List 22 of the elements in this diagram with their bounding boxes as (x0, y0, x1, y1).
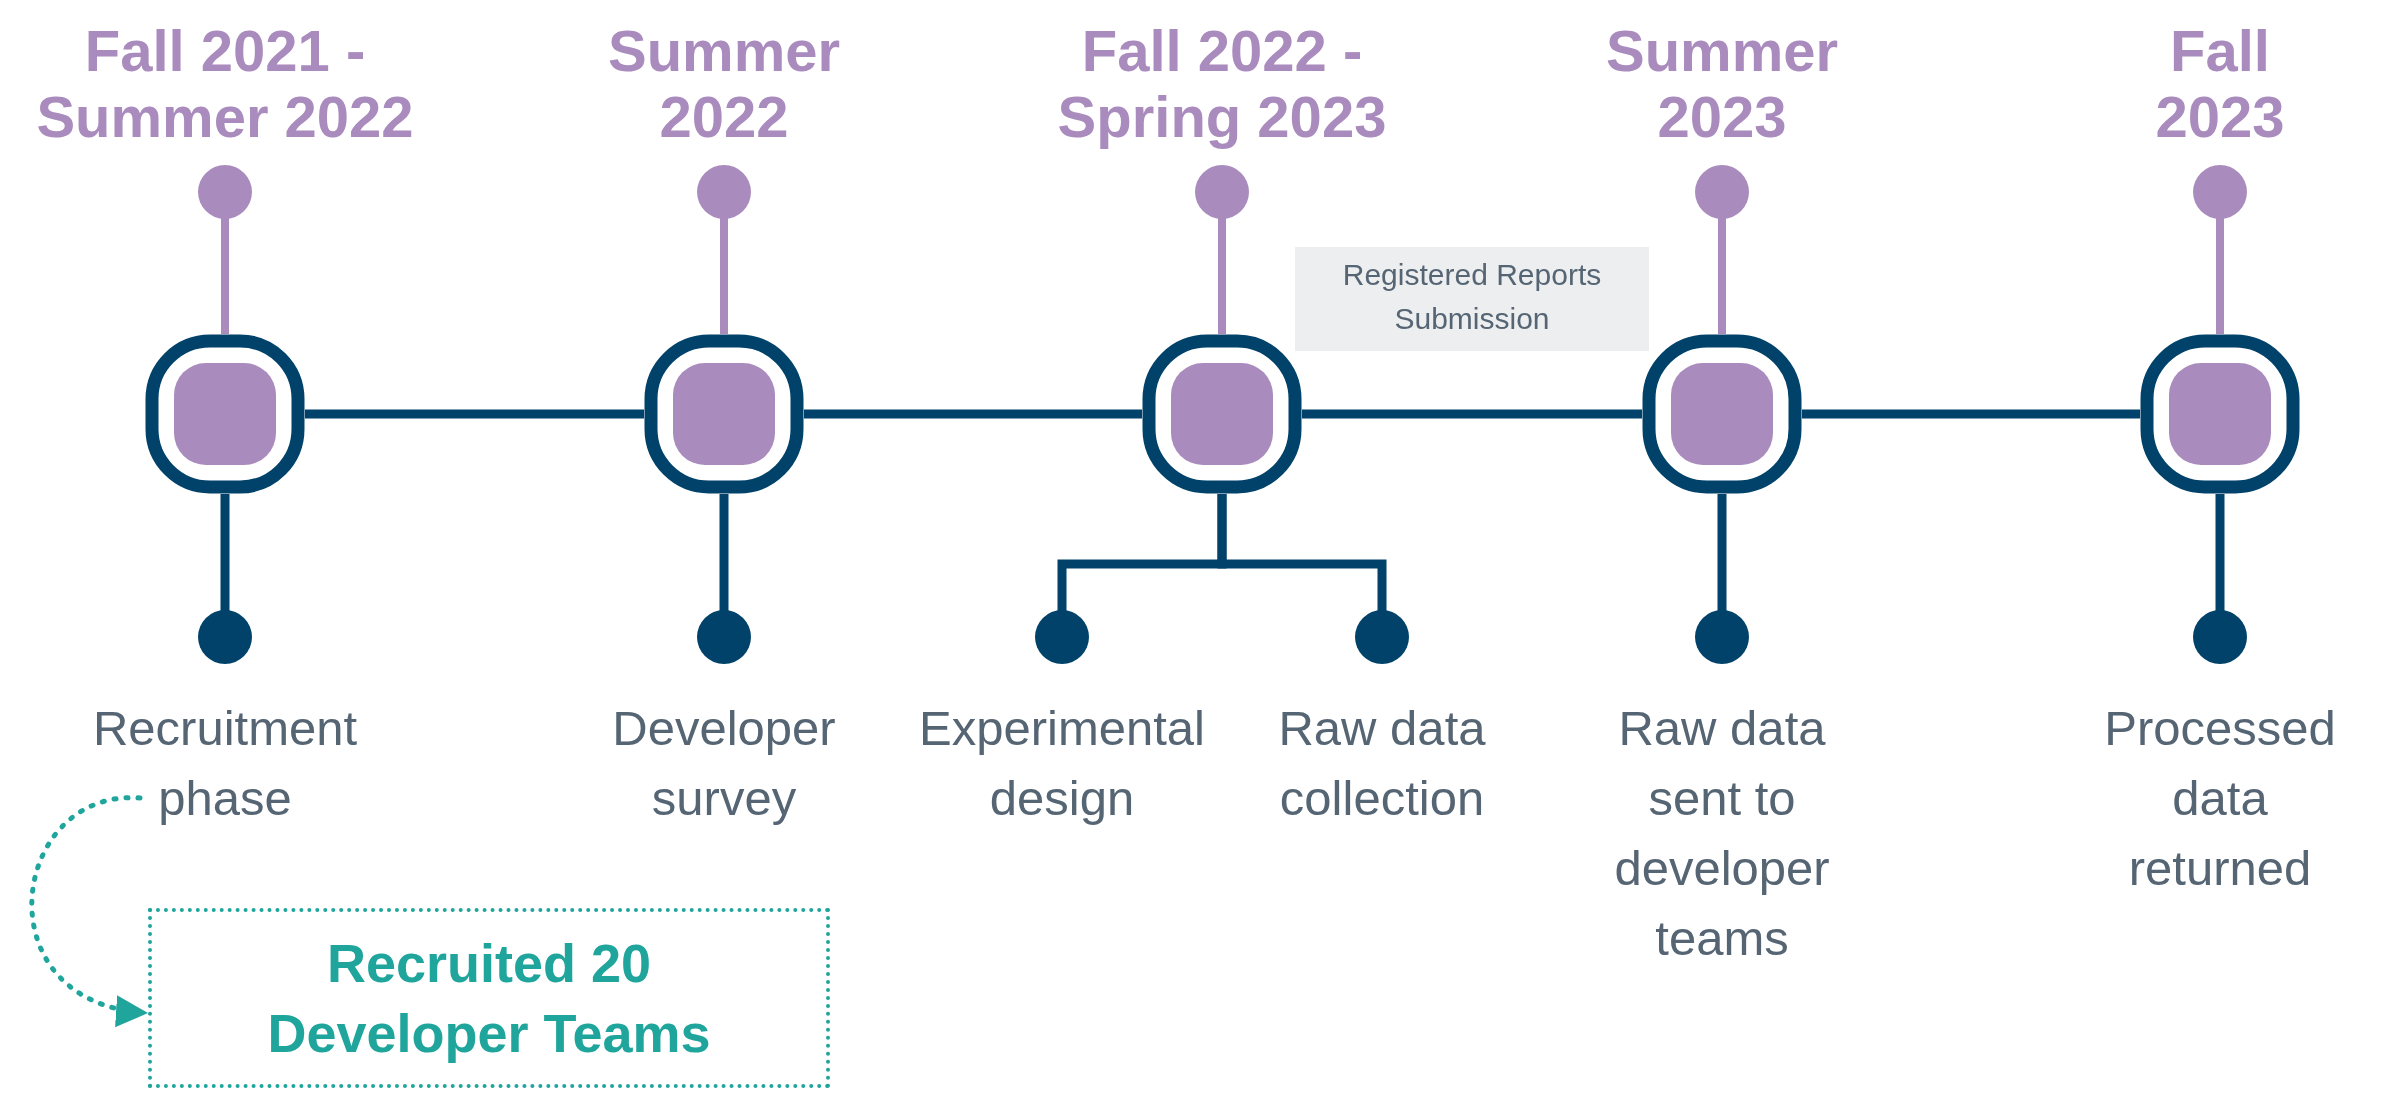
callout-box: Recruited 20 Developer Teams (148, 908, 830, 1088)
timeline-line (305, 409, 644, 419)
date-heading: Fall 2023 (2100, 18, 2340, 192)
milestone-description: Developer survey (584, 637, 864, 833)
milestone-description: Raw data sent to developer teams (1592, 637, 1852, 973)
milestone-description: Processed data returned (2075, 637, 2365, 903)
timeline-line (804, 409, 1142, 419)
milestone-description: Raw data collection (1275, 637, 1489, 833)
timeline-line (1802, 409, 2140, 419)
milestone-description: Experimental design (892, 637, 1232, 833)
date-heading: Fall 2021 - Summer 2022 (0, 18, 450, 192)
dot-connector (198, 494, 252, 664)
dot-connector (1695, 494, 1749, 664)
dot-connector (697, 494, 751, 664)
date-heading: Fall 2022 - Spring 2023 (997, 18, 1447, 192)
date-heading: Summer 2022 (574, 18, 874, 192)
timeline-line (1302, 409, 1642, 419)
note-label: Registered Reports Submission (1295, 247, 1649, 351)
milestone-description: Recruitment phase (60, 637, 390, 833)
dot-connector (2193, 494, 2247, 664)
dot-connector (1217, 494, 1409, 664)
date-heading: Summer 2023 (1572, 18, 1872, 192)
